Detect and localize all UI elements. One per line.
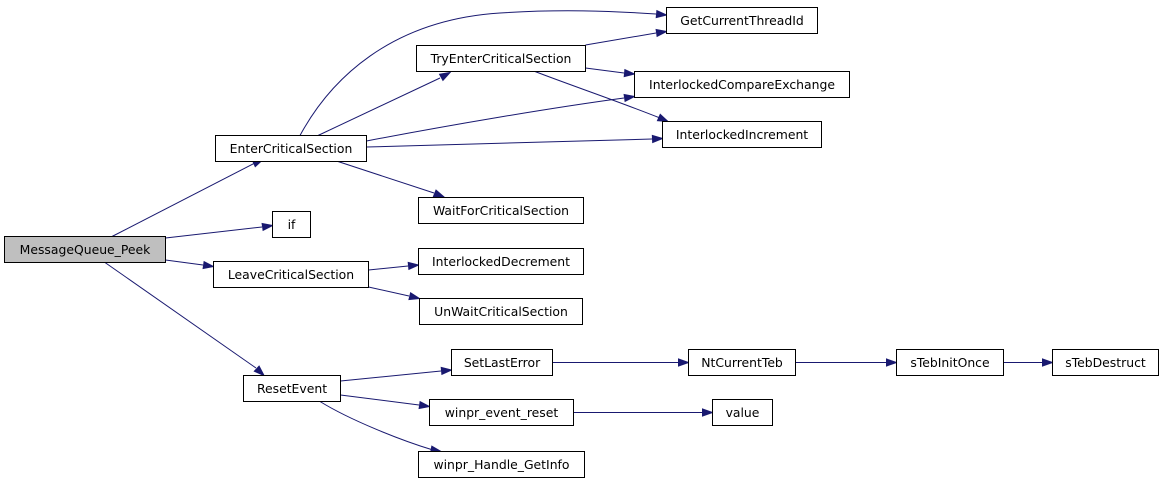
edge-line: [337, 161, 435, 194]
node-unwait-critical-section[interactable]: UnWaitCriticalSection: [419, 298, 583, 325]
node-wait-for-critical-section[interactable]: WaitForCriticalSection: [418, 197, 584, 224]
edge-try-enter-critical-section-to-interlocked-compare-exchange: [585, 67, 637, 78]
edge-enter-critical-section-to-interlocked-compare-exchange: [366, 93, 636, 142]
node-label-try-enter-critical-section: TryEnterCriticalSection: [430, 51, 572, 66]
edge-arrowhead: [702, 408, 715, 417]
edge-line: [366, 97, 625, 142]
node-winpr-event-reset[interactable]: winpr_event_reset: [429, 399, 574, 426]
edge-arrowhead: [202, 260, 215, 270]
edge-line: [317, 77, 441, 136]
edge-line: [104, 262, 257, 369]
node-label-wait-for-critical-section: WaitForCriticalSection: [433, 203, 569, 218]
node-label-if: if: [288, 217, 296, 232]
edge-line: [534, 71, 661, 119]
edge-line: [585, 32, 657, 46]
node-label-unwait-critical-section: UnWaitCriticalSection: [434, 304, 568, 319]
node-label-steb-destruct: sTebDestruct: [1065, 355, 1146, 370]
node-interlocked-decrement[interactable]: InterlockedDecrement: [418, 248, 584, 275]
edge-arrowhead: [656, 113, 670, 123]
node-label-enter-critical-section: EnterCriticalSection: [230, 141, 353, 156]
edge-message-queue-peek-to-enter-critical-section: [111, 158, 265, 237]
node-label-set-last-error: SetLastError: [464, 355, 541, 370]
edge-line: [340, 394, 420, 406]
edge-line: [165, 259, 204, 266]
edge-enter-critical-section-to-interlocked-increment: [366, 134, 665, 148]
edge-steb-init-once-to-steb-destruct: [1003, 358, 1055, 367]
node-label-winpr-event-reset: winpr_event_reset: [445, 405, 559, 420]
edge-arrowhead: [655, 28, 668, 38]
edge-enter-critical-section-to-try-enter-critical-section: [317, 71, 452, 136]
edge-leave-critical-section-to-unwait-critical-section: [368, 286, 421, 301]
edge-try-enter-critical-section-to-get-current-thread-id: [585, 28, 668, 46]
node-try-enter-critical-section[interactable]: TryEnterCriticalSection: [416, 45, 586, 72]
edge-arrowhead: [440, 366, 454, 376]
edge-nt-current-teb-to-steb-init-once: [795, 358, 899, 367]
node-label-nt-current-teb: NtCurrentTeb: [701, 355, 783, 370]
node-label-leave-critical-section: LeaveCriticalSection: [228, 267, 354, 282]
node-if[interactable]: if: [272, 211, 311, 238]
edge-arrowhead: [438, 71, 452, 82]
node-get-current-thread-id[interactable]: GetCurrentThreadId: [666, 7, 818, 34]
node-nt-current-teb[interactable]: NtCurrentTeb: [688, 349, 796, 376]
edge-arrowhead: [253, 365, 266, 377]
edge-arrowhead: [1042, 358, 1055, 367]
edge-line: [366, 138, 653, 148]
edge-message-queue-peek-to-reset-event: [104, 262, 266, 377]
edge-arrowhead: [678, 358, 691, 367]
edge-line: [368, 265, 409, 271]
node-reset-event[interactable]: ResetEvent: [243, 375, 341, 402]
nodes-layer: MessageQueue_Peek EnterCriticalSection i…: [4, 7, 1159, 478]
edge-line: [165, 226, 263, 239]
node-winpr-handle-getinfo[interactable]: winpr_Handle_GetInfo: [418, 451, 585, 478]
edge-line: [585, 67, 625, 74]
node-label-interlocked-increment: InterlockedIncrement: [676, 127, 808, 142]
edge-enter-critical-section-to-get-current-thread-id: [299, 9, 669, 136]
node-label-reset-event: ResetEvent: [257, 381, 327, 396]
edge-arrowhead: [408, 291, 421, 301]
edge-leave-critical-section-to-interlocked-decrement: [368, 261, 421, 271]
node-set-last-error[interactable]: SetLastError: [451, 349, 553, 376]
node-leave-critical-section[interactable]: LeaveCriticalSection: [213, 261, 369, 288]
edge-arrowhead: [623, 68, 637, 78]
edge-arrowhead: [623, 93, 636, 103]
node-interlocked-compare-exchange[interactable]: InterlockedCompareExchange: [634, 71, 850, 98]
edge-winpr-event-reset-to-value: [573, 408, 715, 417]
edge-enter-critical-section-to-wait-for-critical-section: [337, 161, 446, 198]
edge-line: [111, 162, 256, 237]
edge-line: [299, 10, 657, 136]
node-label-interlocked-compare-exchange: InterlockedCompareExchange: [649, 77, 835, 92]
edge-arrowhead: [651, 134, 665, 144]
edge-line: [319, 401, 434, 451]
edge-arrowhead: [886, 358, 899, 367]
edge-arrowhead: [418, 400, 431, 410]
edge-line: [368, 286, 410, 297]
edge-arrowhead: [655, 9, 669, 19]
edge-arrowhead: [261, 222, 274, 232]
node-interlocked-increment[interactable]: InterlockedIncrement: [662, 121, 822, 148]
node-label-value: value: [726, 405, 760, 420]
node-value[interactable]: value: [712, 399, 773, 426]
edge-arrowhead: [432, 189, 446, 198]
edge-reset-event-to-winpr-event-reset: [340, 394, 431, 410]
edge-reset-event-to-set-last-error: [340, 366, 454, 382]
node-label-interlocked-decrement: InterlockedDecrement: [432, 254, 570, 269]
edge-set-last-error-to-nt-current-teb: [552, 358, 691, 367]
node-steb-destruct[interactable]: sTebDestruct: [1052, 349, 1159, 376]
node-steb-init-once[interactable]: sTebInitOnce: [896, 349, 1004, 376]
node-message-queue-peek[interactable]: MessageQueue_Peek: [4, 236, 166, 263]
edge-message-queue-peek-to-if-node: [165, 222, 274, 239]
node-enter-critical-section[interactable]: EnterCriticalSection: [215, 135, 367, 162]
edge-reset-event-to-winpr-handle-getinfo: [319, 401, 443, 454]
node-label-winpr-handle-getinfo: winpr_Handle_GetInfo: [433, 457, 569, 472]
edge-line: [340, 370, 442, 382]
node-label-get-current-thread-id: GetCurrentThreadId: [680, 13, 803, 28]
edge-message-queue-peek-to-leave-critical-section: [165, 259, 215, 270]
node-label-steb-init-once: sTebInitOnce: [910, 355, 989, 370]
edges-layer: [104, 9, 1055, 454]
edge-arrowhead: [407, 261, 421, 271]
node-label-message-queue-peek: MessageQueue_Peek: [20, 242, 151, 257]
